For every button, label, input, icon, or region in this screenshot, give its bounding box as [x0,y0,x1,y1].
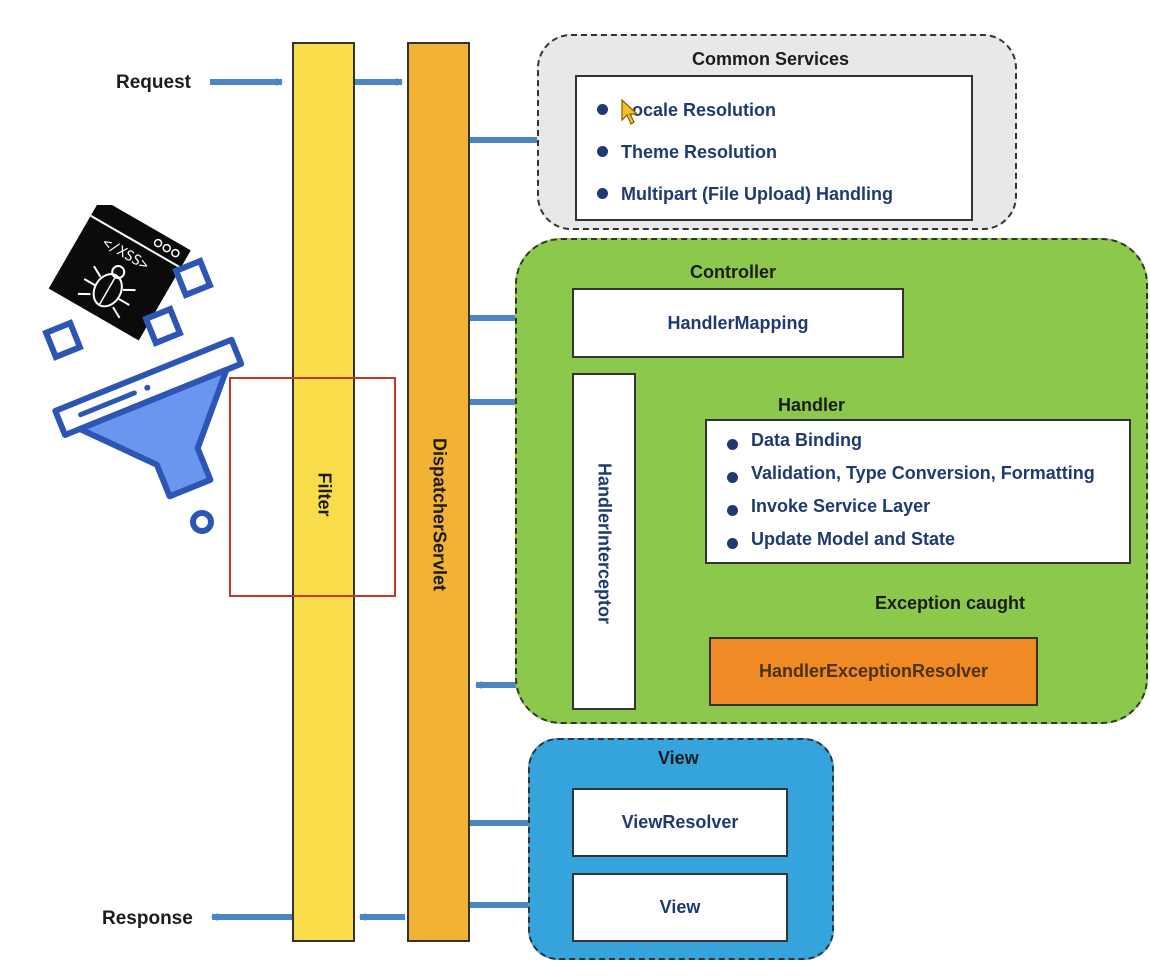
mouse-cursor-icon [621,98,639,125]
list-item: Multipart (File Upload) Handling [595,173,971,215]
drop-icon [190,510,214,534]
handler-interceptor-label: HandlerInterceptor [594,462,615,625]
data-square-icon [172,257,214,299]
exception-caught-label: Exception caught [875,593,1026,613]
list-item: Locale Resolution [595,89,971,131]
view-resolver-box: ViewResolver [572,788,788,857]
list-item: Data Binding [725,424,1129,457]
list-item: Theme Resolution [595,131,971,173]
controller-title: Controller [690,262,777,282]
handler-mapping-label: HandlerMapping [667,312,809,333]
data-square-icon [42,319,84,361]
highlight-rectangle [229,377,396,597]
view-label: View [659,897,701,917]
handler-title: Handler [778,395,846,415]
handler-box: Data Binding Validation, Type Conversion… [705,419,1131,564]
list-item: Update Model and State [725,523,1129,556]
dispatcher-label: DispatcherServlet [429,437,450,592]
view-title: View [658,748,699,768]
request-label: Request [116,72,191,93]
xss-filter-funnel-illustration: </XSS> [42,205,245,534]
handler-exception-resolver-label: HandlerExceptionResolver [758,661,989,681]
filter-column: Filter [292,42,355,942]
view-box: View [572,873,788,942]
view-resolver-label: ViewResolver [621,812,739,832]
list-item: Validation, Type Conversion, Formatting [725,457,1129,490]
funnel-icon [52,336,245,500]
common-services-box: Locale Resolution Theme Resolution Multi… [575,75,973,221]
handler-mapping-box: HandlerMapping [572,288,904,358]
handler-list: Data Binding Validation, Type Conversion… [725,424,1129,556]
dispatcher-servlet-column: DispatcherServlet [407,42,470,942]
handler-exception-resolver-box: HandlerExceptionResolver [709,637,1038,706]
data-square-icon [142,305,184,347]
common-services-title: Common Services [692,49,850,69]
response-label: Response [102,908,193,929]
xss-bug-window-icon: </XSS> [48,205,191,341]
list-item: Invoke Service Layer [725,490,1129,523]
handler-interceptor-box: HandlerInterceptor [572,373,636,710]
common-services-list: Locale Resolution Theme Resolution Multi… [595,89,971,215]
